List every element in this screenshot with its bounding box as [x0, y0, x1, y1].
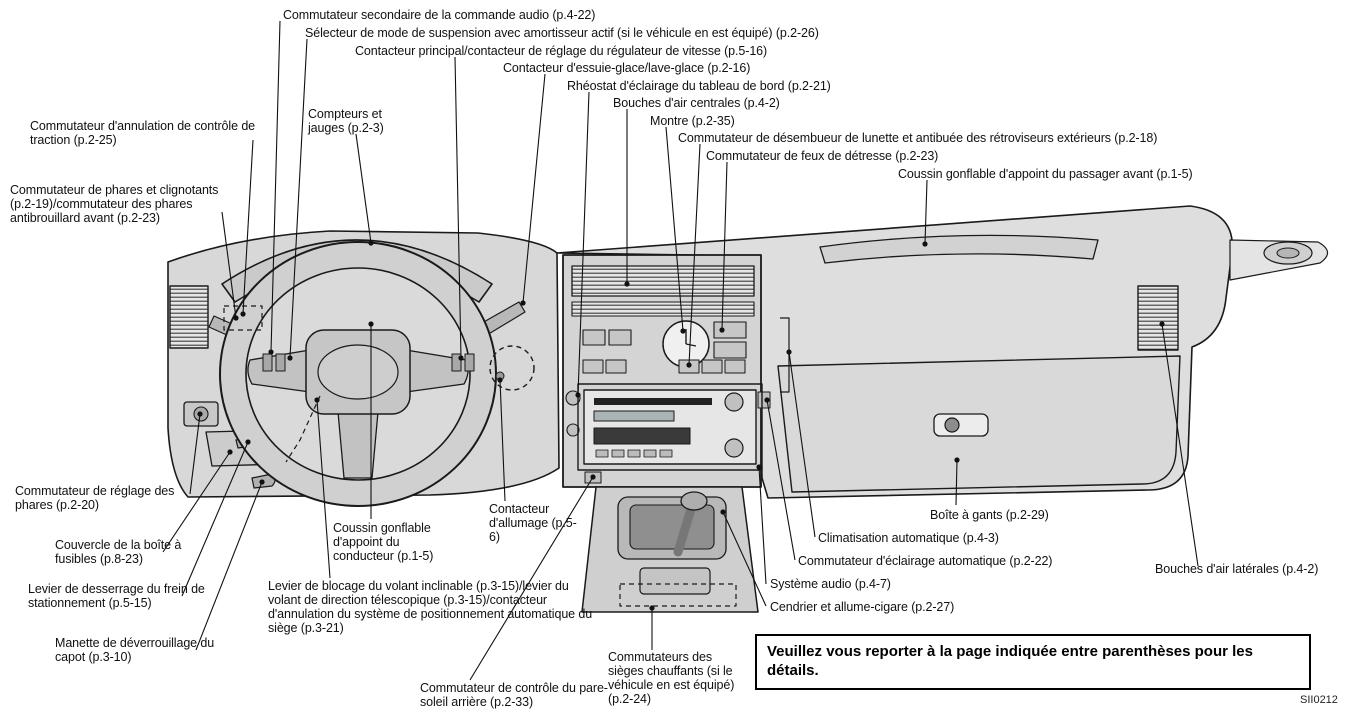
- callout-side-vents: Bouches d'air latérales (p.4-2): [1155, 562, 1319, 576]
- left-side-vent: [169, 285, 209, 349]
- heated-seat-switches: [619, 583, 737, 607]
- auto-light-switch: [757, 391, 771, 409]
- callout-traction-cancel: Commutateur d'annulation de contrôle de …: [30, 119, 256, 148]
- callout-passenger-airbag: Coussin gonflable d'appoint du passager …: [898, 167, 1193, 181]
- callout-ashtray-lighter: Cendrier et allume-cigare (p.2-27): [770, 600, 955, 614]
- callout-audio-secondary: Commutateur secondaire de la commande au…: [283, 8, 596, 22]
- callout-glove-box: Boîte à gants (p.2-29): [930, 508, 1049, 522]
- callout-fuse-box: Couvercle de la boîte à fusibles (p.8-23…: [55, 538, 182, 567]
- audio-bracket: [577, 383, 763, 471]
- callout-heated-seats: Commutateurs des sièges chauffants (si l…: [608, 650, 735, 707]
- callout-suspension-mode: Sélecteur de mode de suspension avec amo…: [305, 26, 819, 40]
- ignition-switch: [489, 345, 535, 391]
- callout-driver-airbag: Coussin gonflable d'appoint du conducteu…: [333, 521, 434, 564]
- callout-headlight-turn: Commutateur de phares et clignotants (p.…: [10, 183, 219, 226]
- callout-defogger: Commutateur de désembueur de lunette et …: [678, 131, 1158, 145]
- callout-hazard: Commutateur de feux de détresse (p.2-23): [706, 149, 939, 163]
- callout-wiper-washer: Contacteur d'essuie-glace/lave-glace (p.…: [503, 61, 751, 75]
- callout-headlight-aiming: Commutateur de réglage des phares (p.2-2…: [15, 484, 175, 513]
- leader-dots: [197, 240, 1165, 611]
- callout-ignition: Contacteur d'allumage (p.5-6): [489, 502, 577, 545]
- callout-parking-brake: Levier de desserrage du frein de station…: [28, 582, 205, 611]
- callout-clock: Montre (p.2-35): [650, 114, 735, 128]
- callout-gauges: Compteurs et jauges (p.2-3): [308, 107, 384, 136]
- callout-panel-dimmer: Rhéostat d'éclairage du tableau de bord …: [567, 79, 831, 93]
- callout-rear-sunshade: Commutateur de contrôle du pare-soleil a…: [420, 681, 608, 710]
- dashboard-drawing: [167, 205, 1329, 613]
- figure-code: SII0212: [1300, 694, 1338, 706]
- note-box: Veuillez vous reporter à la page indiqué…: [755, 634, 1311, 690]
- tilt-lever-hidden: [285, 395, 321, 463]
- glove-box-handle: [933, 413, 989, 437]
- driver-airbag-pad: [317, 344, 399, 400]
- callout-auto-light: Commutateur d'éclairage automatique (p.2…: [798, 554, 1053, 568]
- callout-hood-release: Manette de déverrouillage du capot (p.3-…: [55, 636, 215, 665]
- callout-cruise-control: Contacteur principal/contacteur de régla…: [355, 44, 768, 58]
- audio-secondary-switches: [262, 353, 273, 372]
- right-side-vent: [1137, 285, 1179, 351]
- shift-lever: [673, 501, 697, 557]
- callout-tilt-telescopic: Levier de blocage du volant inclinable (…: [268, 579, 593, 636]
- ashtray: [639, 567, 711, 595]
- cruise-switches: [451, 353, 462, 372]
- hazard-switch: [713, 321, 747, 339]
- shift-knob: [680, 491, 708, 511]
- callout-audio-system: Système audio (p.4-7): [770, 577, 891, 591]
- passenger-airbag-panel: [819, 234, 1099, 264]
- callout-auto-climate: Climatisation automatique (p.4-3): [818, 531, 999, 545]
- center-vent-grille: [571, 265, 755, 297]
- leader-lines: [162, 20, 1199, 681]
- callout-center-vents: Bouches d'air centrales (p.4-2): [613, 96, 780, 110]
- wheel-spoke-bottom: [337, 411, 379, 479]
